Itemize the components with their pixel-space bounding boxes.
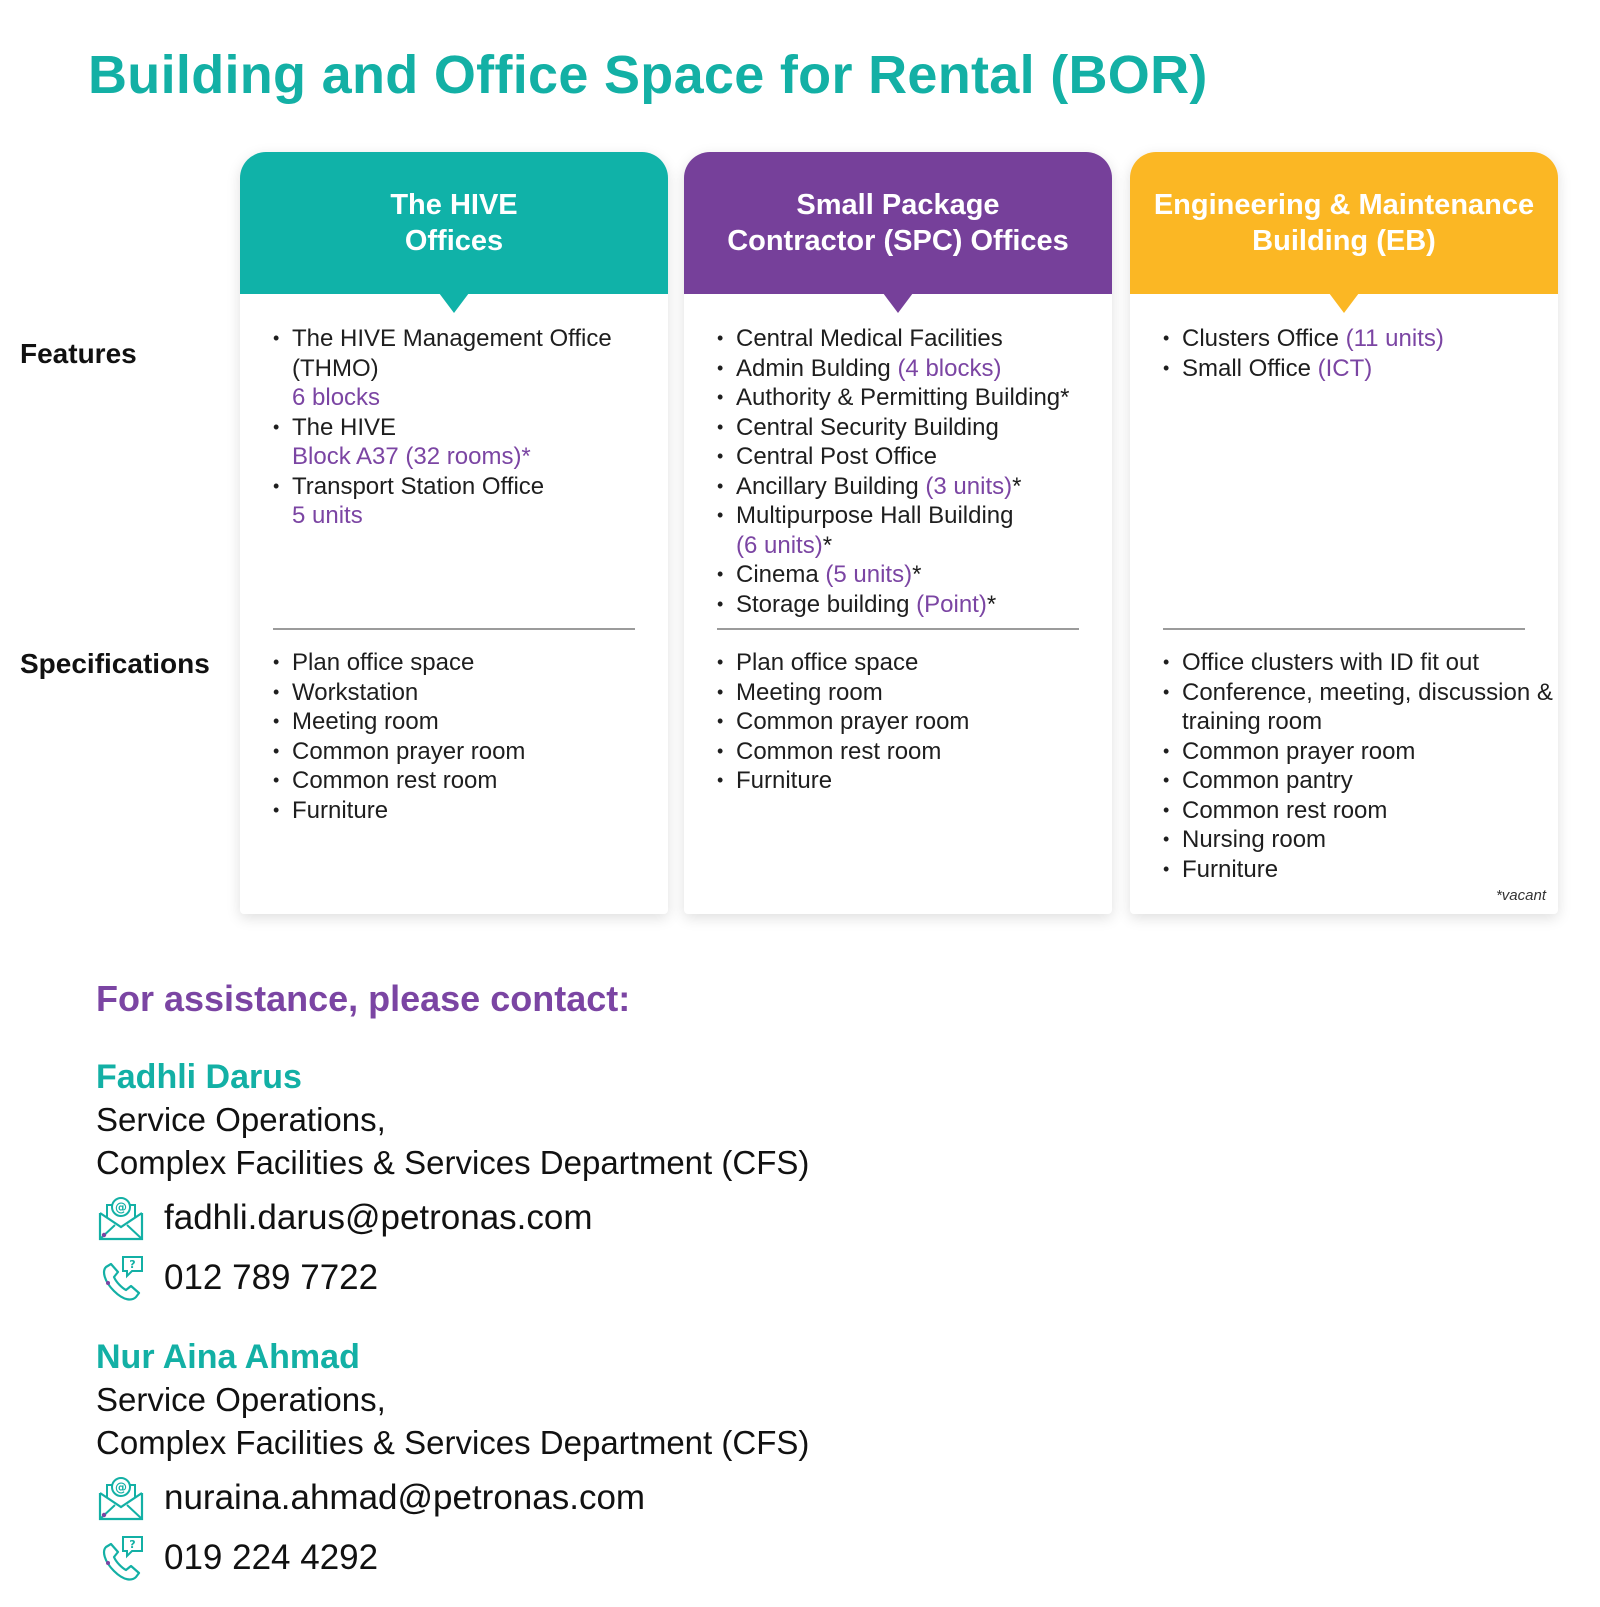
spec-item: Nursing room <box>1163 825 1558 855</box>
svg-text:@: @ <box>115 1201 127 1215</box>
svg-text:?: ? <box>129 1538 135 1551</box>
contact-department: Service Operations, Complex Facilities &… <box>96 1381 810 1461</box>
card-spc-offices: Small Package Contractor (SPC) Offices C… <box>684 152 1112 914</box>
feature-item: Ancillary Building (3 units)* <box>717 472 1107 502</box>
features-list: The HIVE Management Office (THMO)6 block… <box>273 324 663 531</box>
header-pointer <box>439 293 469 313</box>
svg-text:@: @ <box>115 1481 127 1495</box>
specifications-row-label: Specifications <box>20 648 210 679</box>
card-title: Small Package Contractor (SPC) Offices <box>727 189 1069 257</box>
spec-item: Common prayer room <box>273 737 663 767</box>
card-header: The HIVE Offices <box>240 152 668 313</box>
features-list: Clusters Office (11 units) Small Office … <box>1163 324 1553 383</box>
feature-item: Clusters Office (11 units) <box>1163 324 1553 354</box>
card-header: Small Package Contractor (SPC) Offices <box>684 152 1112 313</box>
contact-name: Fadhli Darus <box>96 1058 302 1096</box>
divider <box>717 628 1079 630</box>
features-row-label: Features <box>20 338 137 369</box>
card-title: Engineering & Maintenance Building (EB) <box>1153 189 1535 257</box>
header-pointer <box>883 293 913 313</box>
contact-email: fadhli.darus@petronas.com <box>164 1198 593 1237</box>
spec-item: Meeting room <box>273 707 663 737</box>
email-line[interactable]: @ fadhli.darus@petronas.com <box>96 1192 809 1244</box>
feature-item: Admin Bulding (4 blocks) <box>717 354 1107 384</box>
card-header: Engineering & Maintenance Building (EB) <box>1130 152 1558 313</box>
feature-item: Cinema (5 units)* <box>717 560 1107 590</box>
feature-item: Central Medical Facilities <box>717 324 1107 354</box>
contact-card: Fadhli Darus Service Operations, Complex… <box>96 1056 809 1304</box>
vacant-footnote: *vacant <box>1495 887 1546 904</box>
email-icon: @ <box>98 1477 144 1521</box>
spec-item: Common prayer room <box>717 707 1107 737</box>
spec-item: Conference, meeting, discussion & traini… <box>1163 678 1558 737</box>
card-title: The HIVE Offices <box>390 189 518 257</box>
spec-item: Meeting room <box>717 678 1107 708</box>
contact-phone: 019 224 4292 <box>164 1538 379 1577</box>
spec-item: Common prayer room <box>1163 737 1558 767</box>
spec-item: Plan office space <box>717 648 1107 678</box>
spec-item: Workstation <box>273 678 663 708</box>
contact-name: Nur Aina Ahmad <box>96 1338 360 1376</box>
contact-department: Service Operations, Complex Facilities &… <box>96 1101 810 1181</box>
spec-item: Common pantry <box>1163 766 1558 796</box>
feature-item: Central Security Building <box>717 413 1107 443</box>
spec-item: Furniture <box>1163 855 1558 885</box>
header-pointer <box>1329 293 1359 313</box>
phone-icon: ? <box>103 1256 143 1301</box>
card-hive-offices: The HIVE Offices The HIVE Management Off… <box>240 152 668 914</box>
specifications-list: Office clusters with ID fit out Conferen… <box>1163 648 1558 884</box>
feature-item: Storage building (Point)* <box>717 590 1107 620</box>
spec-item: Common rest room <box>717 737 1107 767</box>
spec-item: Plan office space <box>273 648 663 678</box>
contact-heading: For assistance, please contact: <box>96 978 631 1019</box>
phone-line[interactable]: ? 012 789 7722 <box>96 1252 809 1304</box>
page-title: Building and Office Space for Rental (BO… <box>88 45 1208 105</box>
contact-email: nuraina.ahmad@petronas.com <box>164 1478 646 1517</box>
divider <box>1163 628 1525 630</box>
feature-item: Authority & Permitting Building* <box>717 383 1107 413</box>
contact-card: Nur Aina Ahmad Service Operations, Compl… <box>96 1336 809 1584</box>
spec-item: Office clusters with ID fit out <box>1163 648 1558 678</box>
email-line[interactable]: @ nuraina.ahmad@petronas.com <box>96 1472 809 1524</box>
feature-item: Small Office (ICT) <box>1163 354 1553 384</box>
email-icon: @ <box>98 1197 144 1241</box>
spec-item: Common rest room <box>1163 796 1558 826</box>
divider <box>273 628 635 630</box>
feature-item: The HIVE Management Office (THMO)6 block… <box>273 324 663 413</box>
spec-item: Furniture <box>717 766 1107 796</box>
svg-text:?: ? <box>129 1258 135 1271</box>
card-eb-building: Engineering & Maintenance Building (EB) … <box>1130 152 1558 914</box>
spec-item: Common rest room <box>273 766 663 796</box>
feature-item: Multipurpose Hall Building(6 units)* <box>717 501 1107 560</box>
feature-item: Central Post Office <box>717 442 1107 472</box>
phone-line[interactable]: ? 019 224 4292 <box>96 1532 809 1584</box>
spec-item: Furniture <box>273 796 663 826</box>
phone-icon: ? <box>103 1536 143 1581</box>
features-list: Central Medical Facilities Admin Bulding… <box>717 324 1107 619</box>
contact-phone: 012 789 7722 <box>164 1258 379 1297</box>
specifications-list: Plan office space Workstation Meeting ro… <box>273 648 663 825</box>
specifications-list: Plan office space Meeting room Common pr… <box>717 648 1107 796</box>
